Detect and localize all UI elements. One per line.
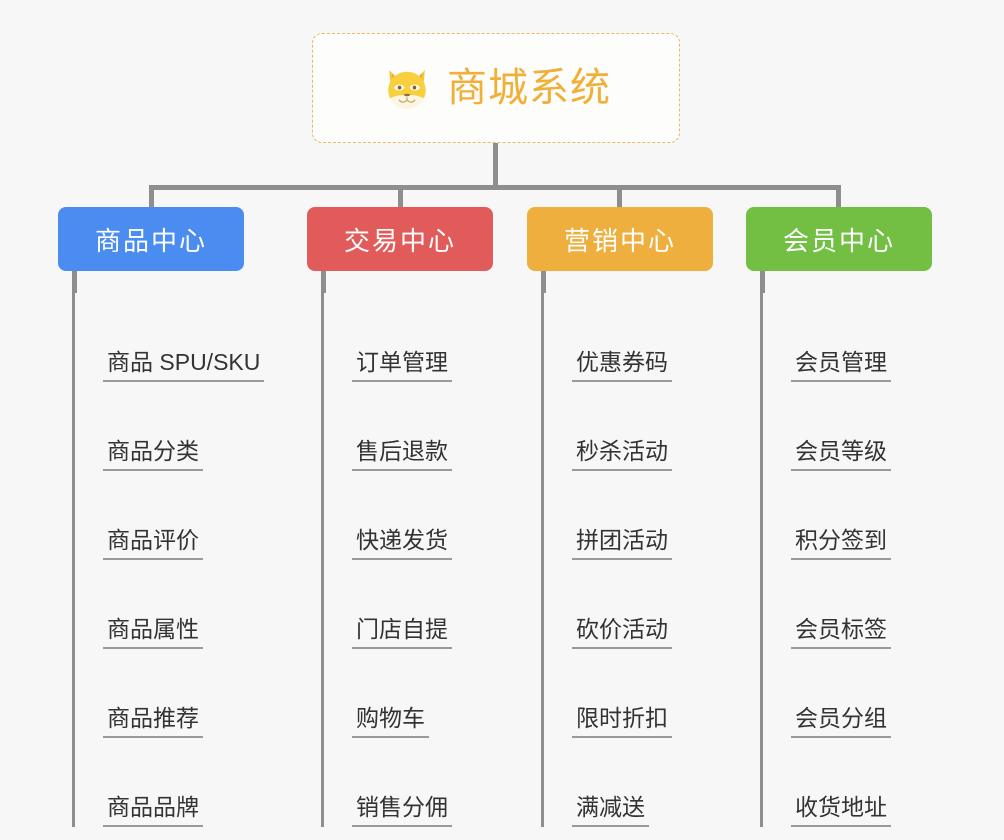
list-item[interactable]: 会员等级 [760,382,891,471]
list-item[interactable]: 优惠券码 [541,293,672,382]
list-item-label: 收货地址 [791,794,891,827]
category-box-trade-center[interactable]: 交易中心 [307,207,493,271]
list-item[interactable]: 商品属性 [72,560,264,649]
connector-branch-3 [617,185,622,209]
list-item-label: 限时折扣 [572,705,672,738]
list-item-label: 会员管理 [791,349,891,382]
list-item[interactable]: 商品推荐 [72,649,264,738]
list-item-label: 快递发货 [352,527,452,560]
root-node-title: 商城系统 [447,66,611,110]
list-item-label: 商品属性 [103,616,203,649]
column-spine [541,293,544,827]
list-item[interactable]: 满减送 [541,738,672,827]
list-item[interactable]: 会员标签 [760,560,891,649]
connector-branch-4 [836,185,841,209]
list-item-label: 商品评价 [103,527,203,560]
list-item-label: 商品品牌 [103,794,203,827]
category-box-product-center[interactable]: 商品中心 [58,207,244,271]
list-item[interactable]: 门店自提 [321,560,452,649]
category-box-member-center[interactable]: 会员中心 [746,207,932,271]
connector-stub-1 [72,271,77,293]
item-column-member-center: 会员管理会员等级积分签到会员标签会员分组收货地址 [760,293,891,827]
category-label: 会员中心 [782,225,895,256]
connector-branch-1 [149,185,154,209]
list-item[interactable]: 商品评价 [72,471,264,560]
list-item[interactable]: 拼团活动 [541,471,672,560]
list-item[interactable]: 会员管理 [760,293,891,382]
item-column-product-center: 商品 SPU/SKU 商品分类商品评价商品属性商品推荐商品品牌 [72,293,265,827]
column-spine [72,293,75,827]
list-item[interactable]: 会员分组 [760,649,891,738]
list-item-label: 积分签到 [791,527,891,560]
list-item-label: 订单管理 [352,349,452,382]
list-item[interactable]: 砍价活动 [541,560,672,649]
list-item[interactable]: 限时折扣 [541,649,672,738]
list-item-label: 售后退款 [352,438,452,471]
item-column-trade-center: 订单管理售后退款快递发货门店自提购物车销售分佣 [321,293,452,827]
list-item[interactable]: 购物车 [321,649,452,738]
list-item[interactable]: 商品 SPU/SKU [72,293,265,382]
list-item[interactable]: 商品品牌 [72,738,264,827]
list-item[interactable]: 商品分类 [72,382,264,471]
list-item[interactable]: 积分签到 [760,471,891,560]
list-item-label: 满减送 [572,794,649,827]
connector-horizontal-bus [149,185,841,190]
list-item-label: 砍价活动 [572,616,672,649]
category-box-marketing-center[interactable]: 营销中心 [527,207,713,271]
connector-stub-2 [321,271,326,293]
list-item-label: 商品分类 [103,438,203,471]
connector-branch-2 [398,185,403,209]
list-item[interactable]: 售后退款 [321,382,452,471]
list-item[interactable]: 订单管理 [321,293,452,382]
list-item-label: 会员标签 [791,616,891,649]
list-item[interactable]: 销售分佣 [321,738,452,827]
list-item[interactable]: 秒杀活动 [541,382,672,471]
connector-stub-4 [760,271,765,293]
list-item-label: 商品推荐 [103,705,203,738]
category-label: 营销中心 [563,225,676,256]
column-spine [321,293,324,827]
list-item-label: 商品 SPU/SKU [103,349,265,382]
list-item[interactable]: 快递发货 [321,471,452,560]
list-item-label: 优惠券码 [572,349,672,382]
list-item[interactable]: 收货地址 [760,738,891,827]
item-column-marketing-center: 优惠券码秒杀活动拼团活动砍价活动限时折扣满减送 [541,293,672,827]
list-item-label: 会员等级 [791,438,891,471]
connector-root-stem [493,143,498,189]
root-node-mall-system[interactable]: 商城系统 [312,33,680,143]
connector-stub-3 [541,271,546,293]
list-item-label: 销售分佣 [352,794,452,827]
list-item-label: 会员分组 [791,705,891,738]
category-label: 交易中心 [343,225,456,256]
list-item-label: 秒杀活动 [572,438,672,471]
list-item-label: 购物车 [352,705,429,738]
list-item-label: 拼团活动 [572,527,672,560]
shiba-dog-face-icon [388,70,426,110]
category-label: 商品中心 [94,225,207,256]
list-item-label: 门店自提 [352,616,452,649]
column-spine [760,293,763,827]
